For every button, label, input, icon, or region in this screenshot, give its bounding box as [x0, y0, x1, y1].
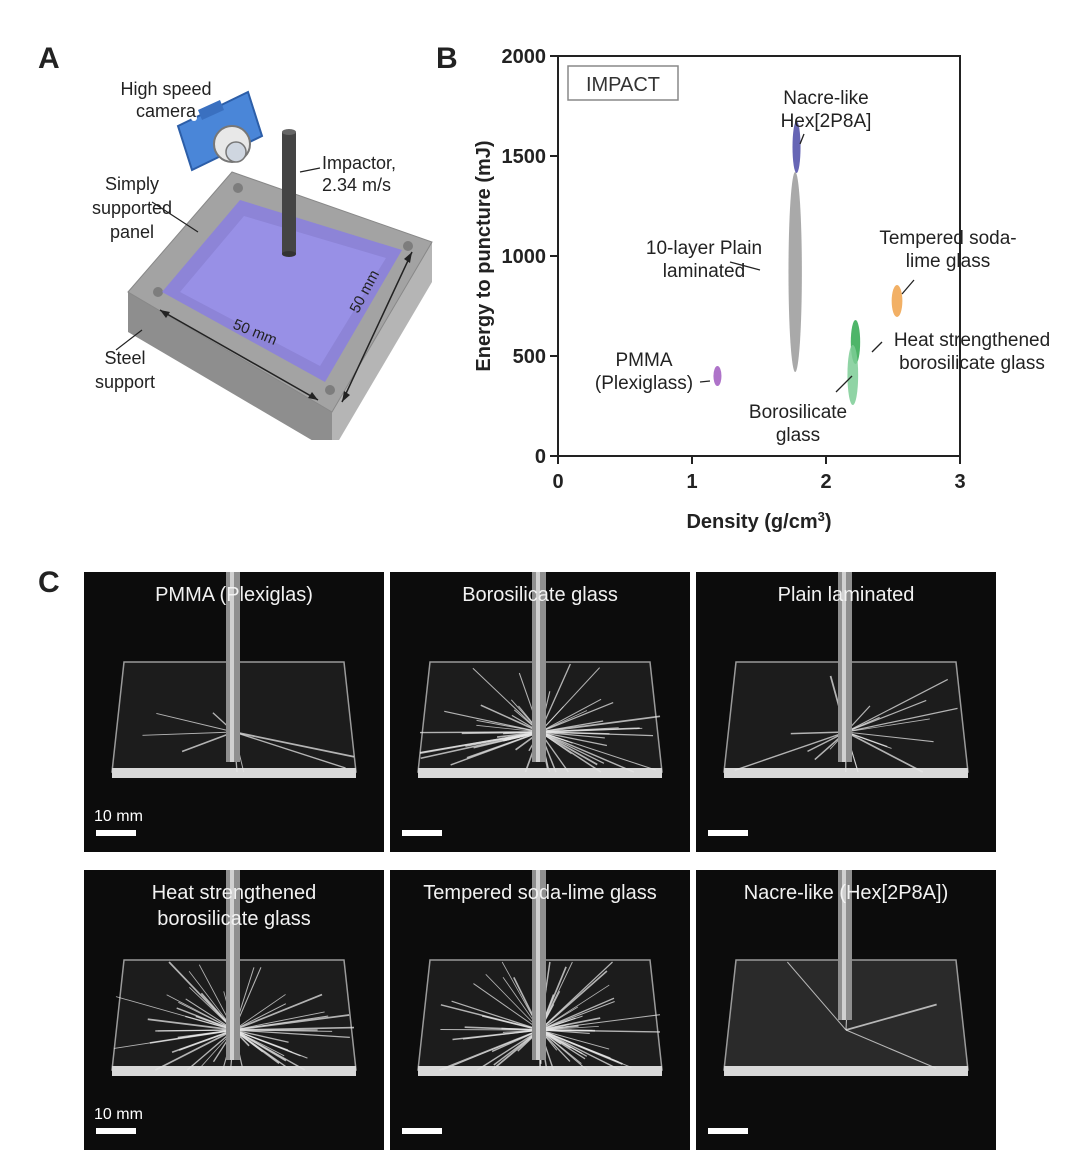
- data-point-leader: [699, 380, 711, 383]
- panel-letter-b: B: [436, 42, 458, 75]
- photo-illustration: [723, 870, 969, 1076]
- impact-photo: Borosilicate glass: [390, 572, 690, 852]
- impact-energy-chart: 0 500 1000 1500 2000 0 1 2 3 Energy to puncture (…: [473, 46, 1050, 534]
- data-point-ellipse: [847, 345, 859, 405]
- y-axis-label: Energy to puncture (mJ): [473, 140, 495, 371]
- steel-support-side: [332, 242, 432, 440]
- data-point-label: Tempered soda-lime glass: [879, 228, 1016, 272]
- high-speed-camera-icon: [176, 90, 264, 172]
- camera-label: High speed camera: [120, 79, 212, 121]
- data-point-leader: [835, 375, 853, 393]
- y-tick-label: 2000: [502, 46, 547, 68]
- impactor-rod: [282, 132, 296, 254]
- impact-photo: Heat strengthened borosilicate glass 10 m…: [84, 870, 384, 1150]
- x-axis-label: Density (g/cm3): [686, 509, 831, 534]
- y-tick-label: 1000: [502, 246, 547, 268]
- data-point-leader: [799, 133, 805, 145]
- x-tick-label: 0: [552, 471, 563, 493]
- photo-illustration: [417, 572, 663, 778]
- impact-photo: Plain laminated: [696, 572, 996, 852]
- scale-bar: [96, 830, 136, 836]
- impact-box-label: IMPACT: [586, 74, 660, 96]
- y-tick-label: 0: [535, 446, 546, 468]
- x-tick-label: 1: [686, 471, 697, 493]
- data-point-leader: [901, 279, 915, 295]
- photo-illustration: [111, 572, 357, 778]
- panel-letter-a: A: [38, 42, 60, 75]
- x-tick-label: 3: [954, 471, 965, 493]
- photo-title: Tempered soda-lime glass: [423, 882, 657, 904]
- scale-bar-label: 10 mm: [94, 1106, 143, 1123]
- y-tick-label: 1500: [502, 146, 547, 168]
- data-point-leader: [871, 341, 883, 353]
- photo-title: Borosilicate glass: [462, 584, 618, 606]
- steel-support-front: [128, 292, 332, 440]
- impact-photo: Nacre-like (Hex[2P8A]): [696, 870, 996, 1150]
- photo-title: PMMA (Plexiglas): [155, 584, 313, 606]
- impact-setup-diagram: 50 mm 50 mm: [115, 90, 433, 440]
- x-tick-label: 2: [820, 471, 831, 493]
- data-point-label: PMMA(Plexiglass): [595, 350, 693, 394]
- scale-bar: [708, 1128, 748, 1134]
- support-label: Steel support: [94, 348, 156, 392]
- photo-title: Nacre-like (Hex[2P8A]): [743, 882, 949, 904]
- scale-bar: [96, 1128, 136, 1134]
- impact-photo: Tempered soda-lime glass: [390, 870, 690, 1150]
- scale-bar-label: 10 mm: [94, 808, 143, 825]
- y-tick-label: 500: [513, 346, 546, 368]
- photo-illustration: [723, 572, 969, 778]
- data-point-ellipse: [788, 172, 802, 372]
- impact-photo: PMMA (Plexiglas) 10 mm: [84, 572, 384, 852]
- photo-title: Plain laminated: [777, 584, 915, 606]
- panel-label: Simply supported panel: [91, 174, 173, 242]
- panel-letter-c: C: [38, 566, 60, 599]
- scale-bar: [708, 830, 748, 836]
- photo-illustration: [417, 870, 663, 1076]
- impactor-label: Impactor, 2.34 m/s: [322, 153, 397, 195]
- data-point-ellipse: [713, 366, 722, 386]
- impact-box: [567, 65, 679, 101]
- scale-bar: [402, 830, 442, 836]
- photo-title: Heat strengthened borosilicate glass: [151, 882, 317, 930]
- data-point-ellipse: [891, 285, 903, 317]
- data-point-leader: [729, 261, 761, 271]
- data-point-ellipse: [792, 121, 801, 173]
- photo-illustration: [111, 870, 357, 1076]
- scale-bar: [402, 1128, 442, 1134]
